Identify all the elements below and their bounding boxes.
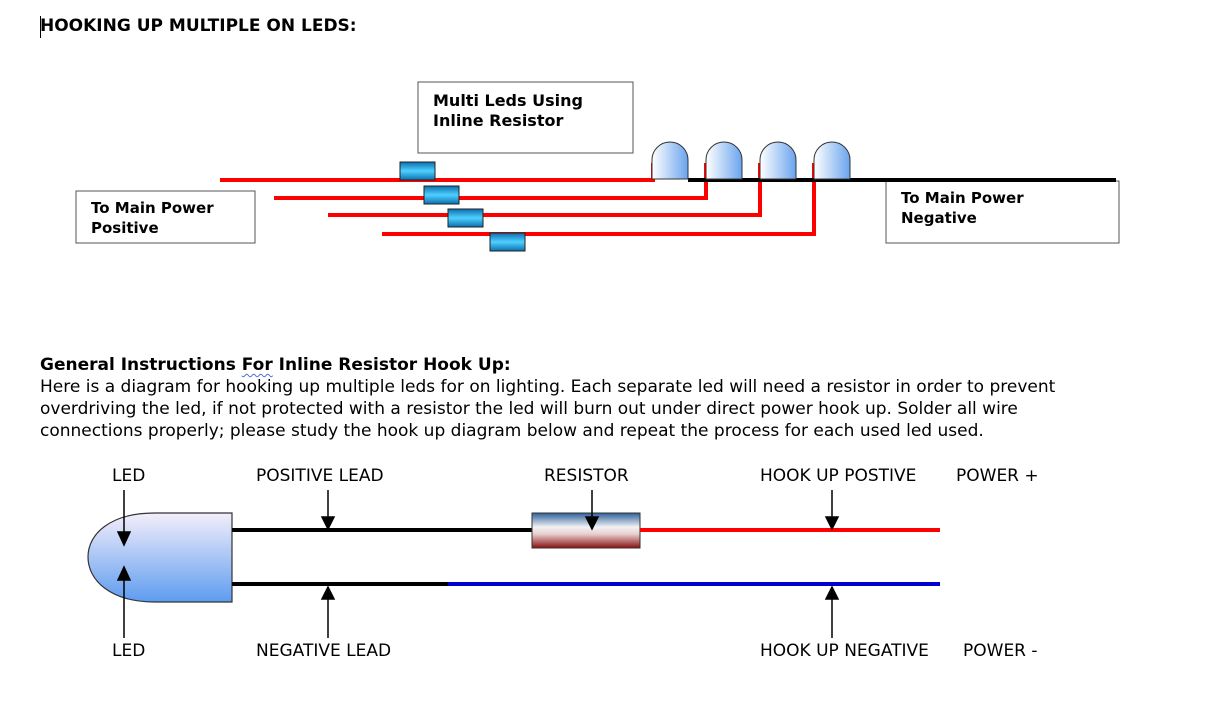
instructions-title-part-1: General Instructions <box>40 355 242 375</box>
negative-lead-label: NEGATIVE LEAD <box>256 641 392 661</box>
hookup-positive-label: HOOK UP POSTIVE <box>760 466 917 486</box>
resistor-2 <box>423 185 460 205</box>
arrow-led-bottom <box>116 565 132 581</box>
resistor-4 <box>489 232 526 252</box>
resistor-1 <box>399 161 436 181</box>
instructions-title: General Instructions For Inline Resistor… <box>40 355 511 375</box>
multi-leds-title-line-2: Inline Resistor <box>433 111 564 130</box>
positive-label-line-2: Positive <box>91 219 159 237</box>
multi-leds-title-line-1: Multi Leds Using <box>433 91 583 110</box>
positive-label: To Main Power Positive <box>91 198 214 238</box>
big-resistor <box>531 512 641 549</box>
multi-leds-title: Multi Leds Using Inline Resistor <box>433 91 583 131</box>
instructions-line-1: Here is a diagram for hooking up multipl… <box>40 377 1056 397</box>
led-top-label: LED <box>112 466 146 486</box>
arrows <box>116 490 840 638</box>
text-cursor <box>40 16 41 38</box>
instructions-line-3: connections properly; please study the h… <box>40 421 984 441</box>
negative-box <box>885 180 1120 244</box>
arrow-negative-lead <box>320 585 336 600</box>
instructions-title-part-2: Inline Resistor Hook Up: <box>272 355 511 375</box>
negative-label-line-2: Negative <box>901 209 977 227</box>
wire-3 <box>328 163 762 217</box>
power-plus-label: POWER + <box>956 466 1039 486</box>
resistor-3 <box>447 208 484 228</box>
negative-label: To Main Power Negative <box>901 188 1024 228</box>
led-bottom-label: LED <box>112 641 146 661</box>
arrow-hookup-negative <box>824 585 840 600</box>
wire-4 <box>382 163 816 236</box>
arrow-hookup-positive <box>824 516 840 531</box>
arrow-led-top <box>116 531 132 547</box>
positive-lead-label: POSITIVE LEAD <box>256 466 384 486</box>
led-3 <box>759 141 797 180</box>
led-4 <box>813 141 851 180</box>
arrow-positive-lead <box>320 516 336 531</box>
big-led <box>87 512 233 603</box>
instructions-body: Here is a diagram for hooking up multipl… <box>40 376 1200 442</box>
negative-label-line-1: To Main Power <box>901 189 1024 207</box>
wire-1 <box>220 163 655 182</box>
led-1 <box>651 141 689 180</box>
multi-leds-title-box <box>417 81 634 154</box>
positive-label-line-1: To Main Power <box>91 199 214 217</box>
spellcheck-underlined-word: For <box>241 355 273 375</box>
hookup-negative-label: HOOK UP NEGATIVE <box>760 641 929 661</box>
power-minus-label: POWER - <box>963 641 1038 661</box>
page-title: HOOKING UP MULTIPLE ON LEDS: <box>40 16 357 36</box>
instructions-line-2: overdriving the led, if not protected wi… <box>40 399 1018 419</box>
arrow-resistor <box>584 516 600 531</box>
positive-box <box>75 190 256 244</box>
resistor-label: RESISTOR <box>544 466 629 486</box>
led-2 <box>705 141 743 180</box>
